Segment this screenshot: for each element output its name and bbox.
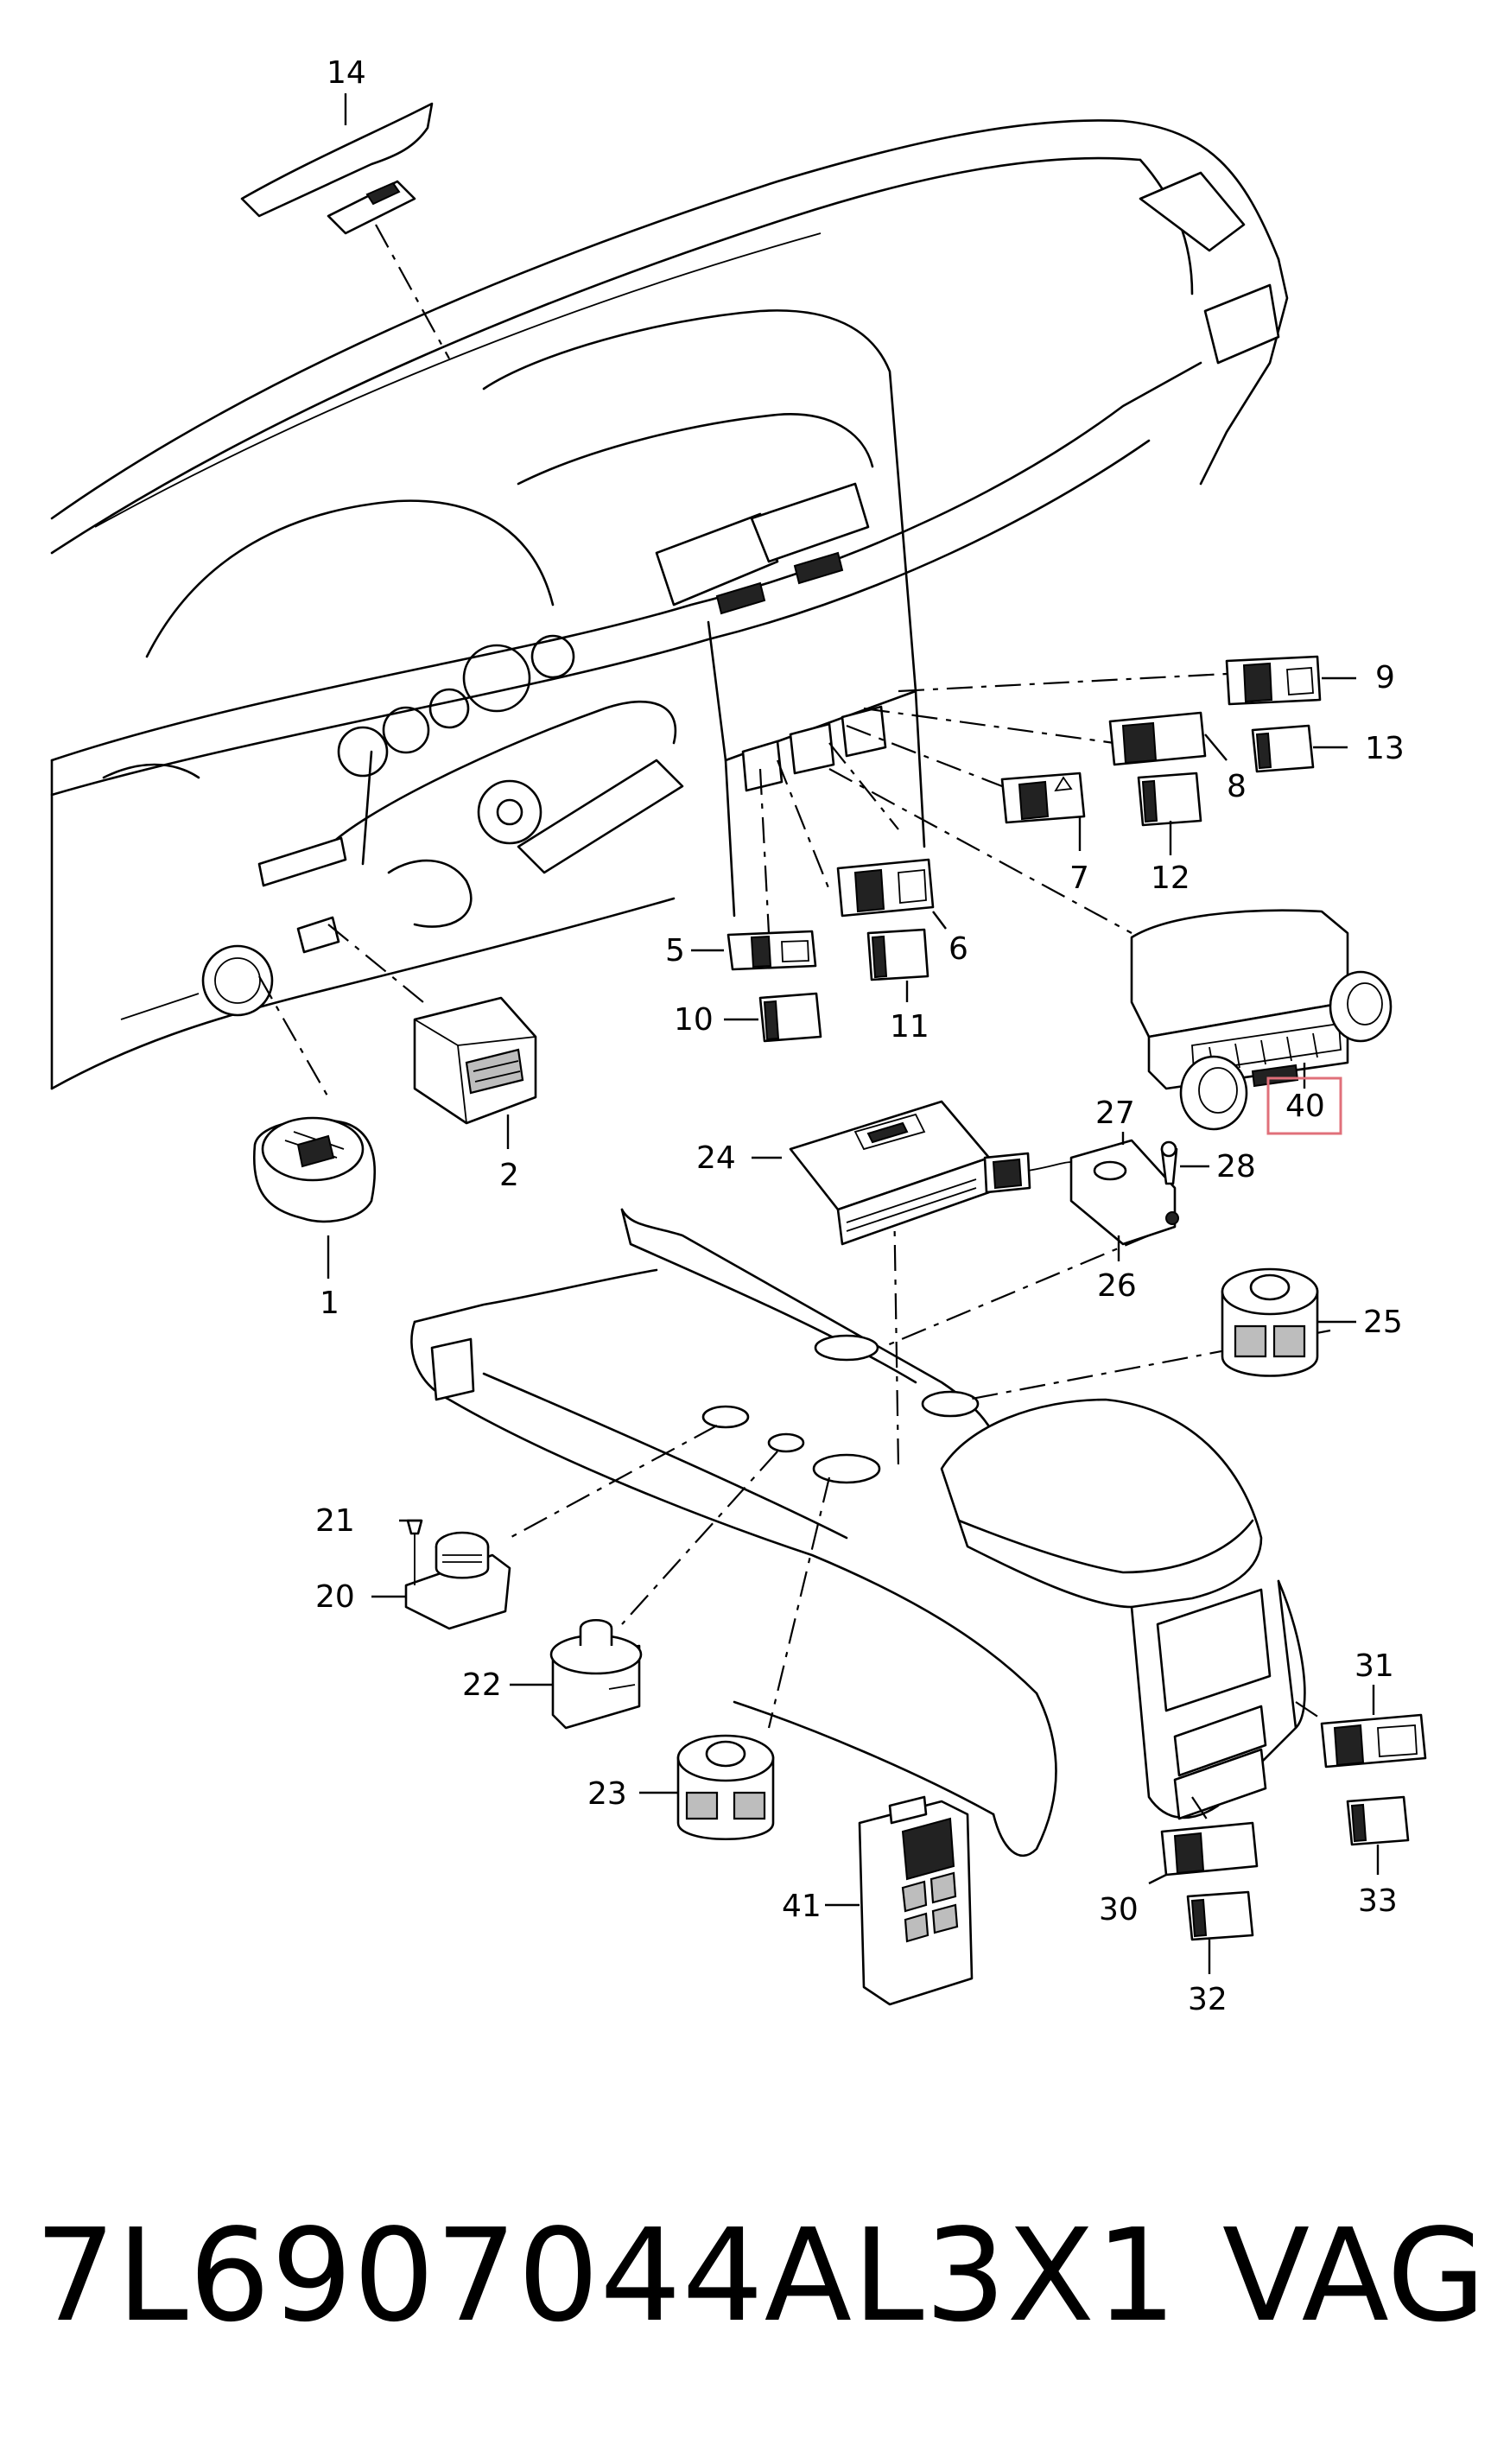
part-20-21-switch (404, 1519, 511, 1630)
part-22-switch (549, 1618, 643, 1730)
callout-1: 1 (320, 1286, 339, 1321)
callout-23: 23 (587, 1776, 627, 1812)
part-23-switch (676, 1734, 775, 1840)
part-25-switch (1221, 1267, 1319, 1377)
footer: 7L6907044AL3X1 VAG (35, 2201, 1486, 2374)
callout-20: 20 (315, 1579, 355, 1615)
part-14-trim (240, 102, 434, 235)
callout-26: 26 (1097, 1268, 1137, 1304)
centre-console-drawing (410, 1208, 1306, 1858)
part-26-27-28-switch (983, 1139, 1179, 1246)
switch-parts-rear (1160, 1713, 1427, 1941)
callout-13: 13 (1365, 731, 1405, 766)
callout-28: 28 (1216, 1149, 1256, 1184)
callout-24: 24 (696, 1140, 736, 1176)
callout-8: 8 (1227, 769, 1247, 804)
callout-33: 33 (1358, 1883, 1398, 1919)
callout-40: 40 (1285, 1089, 1325, 1124)
callout-10: 10 (674, 1002, 714, 1038)
part-24-switch-panel (789, 1100, 991, 1246)
callout-41: 41 (782, 1889, 822, 1924)
part-number: 7L6907044AL3X1 (35, 2201, 1178, 2350)
callout-25: 25 (1363, 1305, 1403, 1340)
part-1-light-switch (252, 1116, 377, 1223)
callout-leaders (327, 93, 1380, 1974)
assembly-lines (258, 224, 1331, 1824)
callout-9: 9 (1375, 660, 1395, 695)
callout-labels: 14 1 2 5 6 7 8 9 10 11 12 13 21 20 22 23… (315, 55, 1405, 2017)
part-40-climate-control (1130, 909, 1393, 1131)
callout-27: 27 (1095, 1095, 1135, 1131)
brand-name: VAG (1221, 2201, 1486, 2350)
part-2-switch (413, 996, 537, 1125)
switch-parts-centre (726, 655, 1322, 1043)
callout-30: 30 (1099, 1892, 1139, 1927)
callout-14: 14 (327, 55, 366, 91)
callout-21: 21 (315, 1503, 355, 1539)
callout-12: 12 (1151, 860, 1190, 896)
callout-11: 11 (890, 1009, 929, 1045)
dashboard-drawing (50, 119, 1289, 1090)
callout-7: 7 (1069, 860, 1089, 896)
callout-32: 32 (1188, 1982, 1228, 2017)
callout-2: 2 (499, 1158, 519, 1193)
callout-31: 31 (1355, 1648, 1394, 1684)
callout-6: 6 (949, 931, 968, 967)
callout-22: 22 (462, 1667, 502, 1703)
callout-5: 5 (665, 933, 685, 968)
callout-40-highlight (1266, 1076, 1342, 1135)
part-41-control-panel (858, 1795, 974, 2006)
